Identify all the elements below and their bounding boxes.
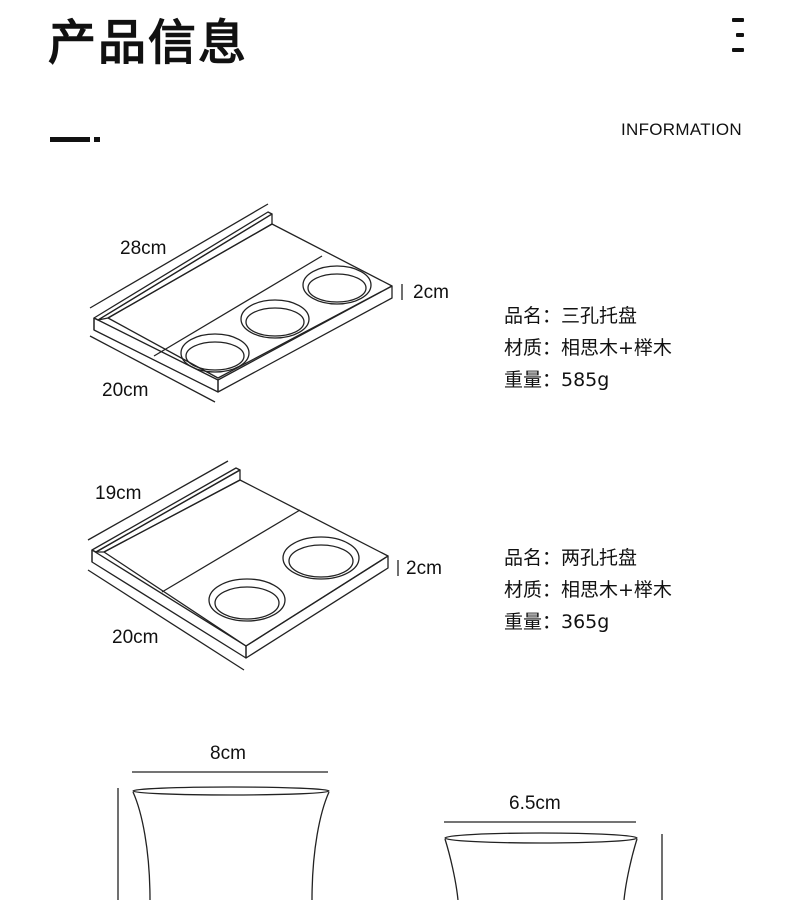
- tray2-height-label: 2cm: [406, 558, 442, 579]
- menu-icon[interactable]: [724, 18, 744, 54]
- small-cup-width-label: 6.5cm: [509, 793, 561, 814]
- spec-material: 材质：相思木+榉木: [504, 337, 672, 359]
- spec-material: 材质：相思木+榉木: [504, 579, 672, 601]
- three-hole-tray-drawing: [89, 203, 403, 403]
- two-hole-tray-drawing: [87, 460, 399, 671]
- dash-accent-icon: [50, 137, 104, 143]
- large-cup-drawing: [117, 771, 330, 900]
- page-title: 产品信息: [48, 15, 249, 71]
- section-label: INFORMATION: [620, 120, 742, 139]
- large-cup-width-label: 8cm: [210, 743, 246, 764]
- tray2-length-label: 19cm: [95, 483, 142, 504]
- tray1-height-label: 2cm: [413, 282, 449, 303]
- tray2-width-label: 20cm: [112, 627, 159, 648]
- spec-name: 品名：三孔托盘: [504, 305, 638, 327]
- spec-weight: 重量：585g: [504, 369, 610, 391]
- spec-weight: 重量：365g: [504, 611, 610, 633]
- tray1-specs: 品名：三孔托盘 材质：相思木+榉木 重量：585g: [504, 300, 672, 396]
- spec-name: 品名：两孔托盘: [504, 547, 638, 569]
- tray2-specs: 品名：两孔托盘 材质：相思木+榉木 重量：365g: [504, 542, 672, 638]
- small-cup-drawing: [444, 821, 663, 900]
- tray1-length-label: 28cm: [120, 238, 167, 259]
- tray1-width-label: 20cm: [102, 380, 149, 401]
